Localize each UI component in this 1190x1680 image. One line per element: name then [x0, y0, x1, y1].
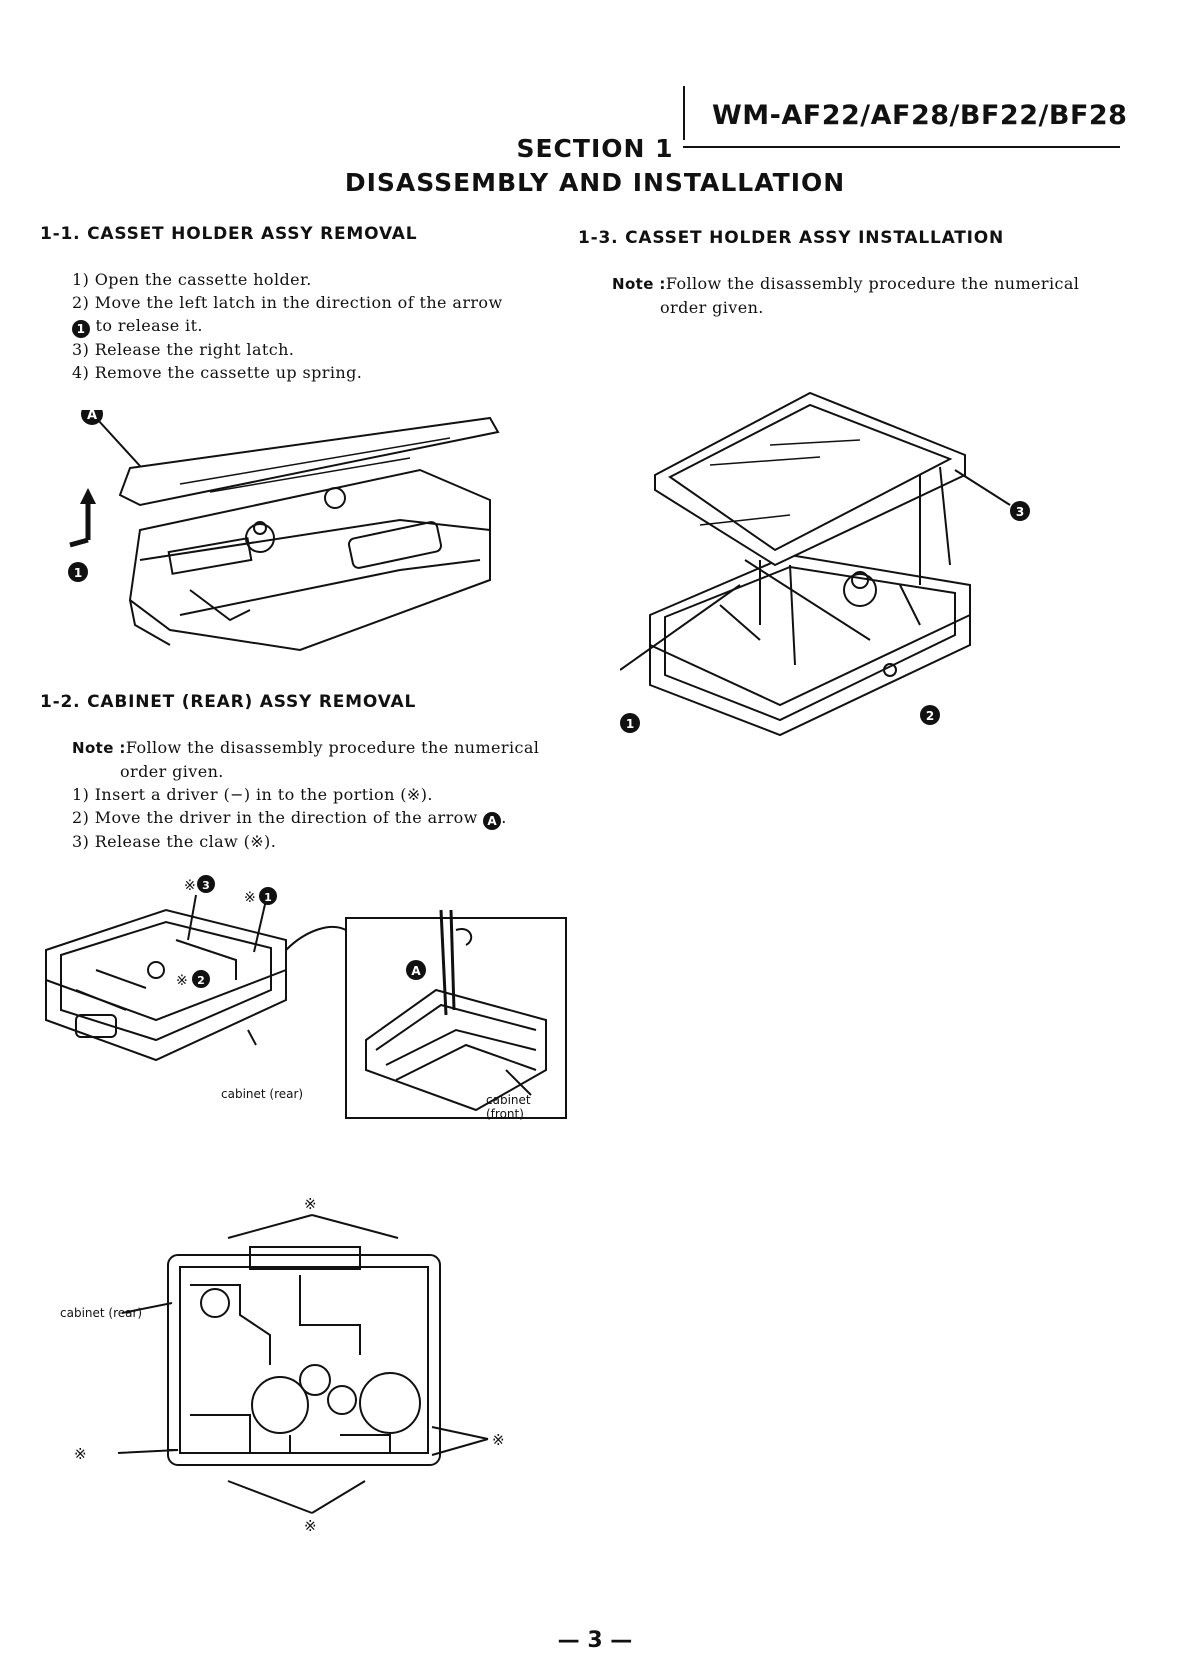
step-1-1-3: 3) Release the right latch. [72, 340, 295, 359]
step-1-1-2b: 1 to release it. [72, 314, 552, 338]
step-1-2-1: 1) Insert a driver (−) in to the portion… [72, 785, 433, 804]
header-divider-vertical [683, 86, 685, 140]
page-number: — 3 — [557, 1628, 633, 1653]
install-label-1: 1 [626, 717, 634, 731]
label-1-badge [68, 562, 88, 582]
claw-num-1: 1 [264, 891, 272, 904]
claw-num-2: 2 [197, 974, 205, 987]
claw-mark-2: ※ [176, 973, 188, 989]
claw-mark-left: ※ [74, 1445, 87, 1463]
claw-mark-1: ※ [244, 890, 256, 906]
claw-num-3: 3 [202, 879, 210, 892]
claw-mark-right: ※ [492, 1431, 505, 1449]
section-title: SECTION 1 [516, 134, 674, 163]
model-number: WM-AF22/AF28/BF22/BF28 [712, 100, 1128, 131]
header-divider-horizontal [683, 146, 1120, 148]
claw-mark-top: ※ [304, 1195, 317, 1213]
note-1-3-line1: Note :Follow the disassembly procedure t… [612, 272, 1112, 296]
step-1-1-2: 2) Move the left latch in the direction … [72, 293, 503, 312]
figure-cassette-holder-installation: 3 1 2 [620, 391, 1030, 737]
label-a-text: A [87, 410, 97, 423]
claw-mark-3: ※ [184, 878, 196, 894]
marker-a-badge: A [483, 812, 502, 830]
step-1-1-4: 4) Remove the cassette up spring. [72, 363, 363, 382]
label-a-badge [81, 410, 103, 425]
note-1-2-text: Follow the disassembly procedure the num… [125, 738, 540, 757]
heading-1-3: 1-3. CASSET HOLDER ASSY INSTALLATION [578, 228, 1005, 248]
note-1-2-line1: Note :Follow the disassembly procedure t… [72, 736, 562, 760]
install-label-3: 3 [1016, 505, 1024, 519]
steps-1-1: 1) Open the cassette holder. 2) Move the… [72, 268, 552, 384]
install-label-2: 2 [926, 709, 934, 723]
note-1-3-text: Follow the disassembly procedure the num… [665, 274, 1080, 293]
note-label-1-3: Note : [612, 275, 666, 293]
label-cabinet-rear-2: cabinet (rear) [60, 1306, 142, 1320]
figure-cassette-holder-removal: A 1 [68, 410, 500, 652]
step-1-2-3: 3) Release the claw (※). [72, 832, 277, 851]
steps-1-2: Note :Follow the disassembly procedure t… [72, 736, 562, 853]
step-1-1-2-cont: to release it. [95, 316, 203, 335]
heading-1-1: 1-1. CASSET HOLDER ASSY REMOVAL [40, 224, 418, 244]
note-1-3-line2: order given. [660, 298, 764, 317]
heading-1-2: 1-2. CABINET (REAR) ASSY REMOVAL [40, 692, 417, 712]
label-cabinet-front-2: (front) [486, 1107, 524, 1121]
label-cabinet-front-1: cabinet [486, 1093, 531, 1107]
figure-cabinet-rear-plan: cabinet (rear) ※ ※ ※ ※ [60, 1195, 505, 1535]
marker-1-badge: 1 [72, 320, 90, 338]
label-cabinet-rear: cabinet (rear) [221, 1087, 303, 1101]
note-label-1-2: Note : [72, 739, 126, 757]
step-1-2-2-text: 2) Move the driver in the direction of t… [72, 808, 478, 827]
inset-label-a: A [411, 964, 421, 978]
step-1-2-2: 2) Move the driver in the direction of t… [72, 808, 507, 830]
claw-mark-bottom: ※ [304, 1517, 317, 1535]
note-1-2-line2: order given. [120, 762, 224, 781]
step-1-1-1: 1) Open the cassette holder. [72, 270, 312, 289]
label-1-text: 1 [74, 566, 82, 580]
section-subtitle: DISASSEMBLY AND INSTALLATION [344, 168, 846, 197]
figure-cabinet-rear-claws: ※ 3 ※ 1 ※ 2 cabinet (rear) A cabinet (fr… [45, 875, 567, 1121]
notes-1-3: Note :Follow the disassembly procedure t… [612, 272, 1112, 319]
